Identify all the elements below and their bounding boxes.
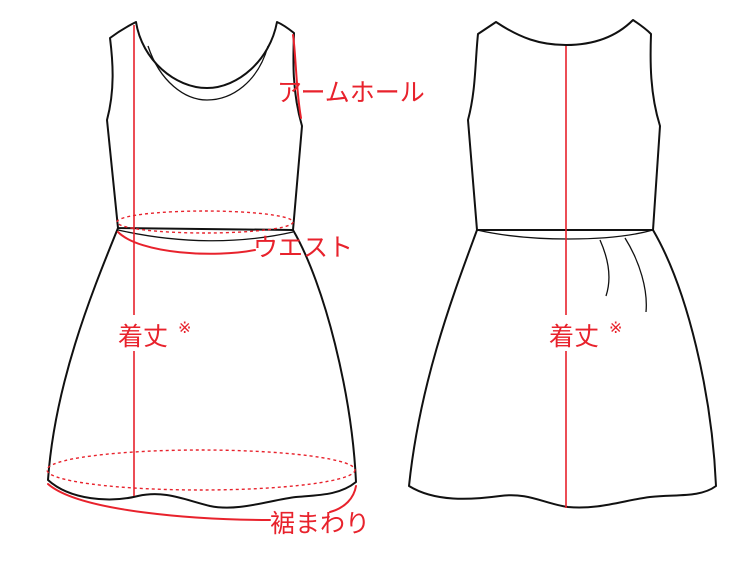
- back-skirt-fold-2: [624, 237, 647, 313]
- back-view: 着丈 ※: [408, 19, 717, 509]
- front-length-label: 着丈: [118, 322, 168, 351]
- armhole-label: アームホール: [277, 78, 425, 107]
- back-skirt-fold-1: [599, 239, 610, 297]
- back-length-note-mark: ※: [609, 318, 622, 337]
- armhole-measure-line: [292, 34, 302, 119]
- back-skirt-outline: [408, 229, 717, 509]
- front-skirt-outline: [47, 227, 357, 509]
- hem-label: 裾まわり: [270, 509, 370, 538]
- back-length-label-bg: [547, 315, 609, 351]
- back-length-label: 着丈: [549, 322, 599, 351]
- hem-dashed-ellipse: [46, 449, 356, 491]
- waist-dashed-ellipse: [116, 210, 294, 234]
- hem-measure-line: [47, 483, 271, 521]
- back-waist-seam: [476, 229, 654, 240]
- front-view: アームホール ウエスト 着丈 ※ 裾まわり: [46, 21, 425, 538]
- front-length-label-bg: [116, 315, 178, 351]
- front-bodice-outline: [106, 21, 303, 231]
- front-length-note-mark: ※: [178, 318, 191, 337]
- waist-label: ウエスト: [253, 233, 353, 262]
- front-inner-neckline: [147, 45, 269, 101]
- hem-measure-line-right: [329, 485, 357, 513]
- back-bodice-outline: [467, 19, 661, 231]
- waist-measure-line: [117, 231, 256, 255]
- front-waist-seam: [117, 229, 294, 242]
